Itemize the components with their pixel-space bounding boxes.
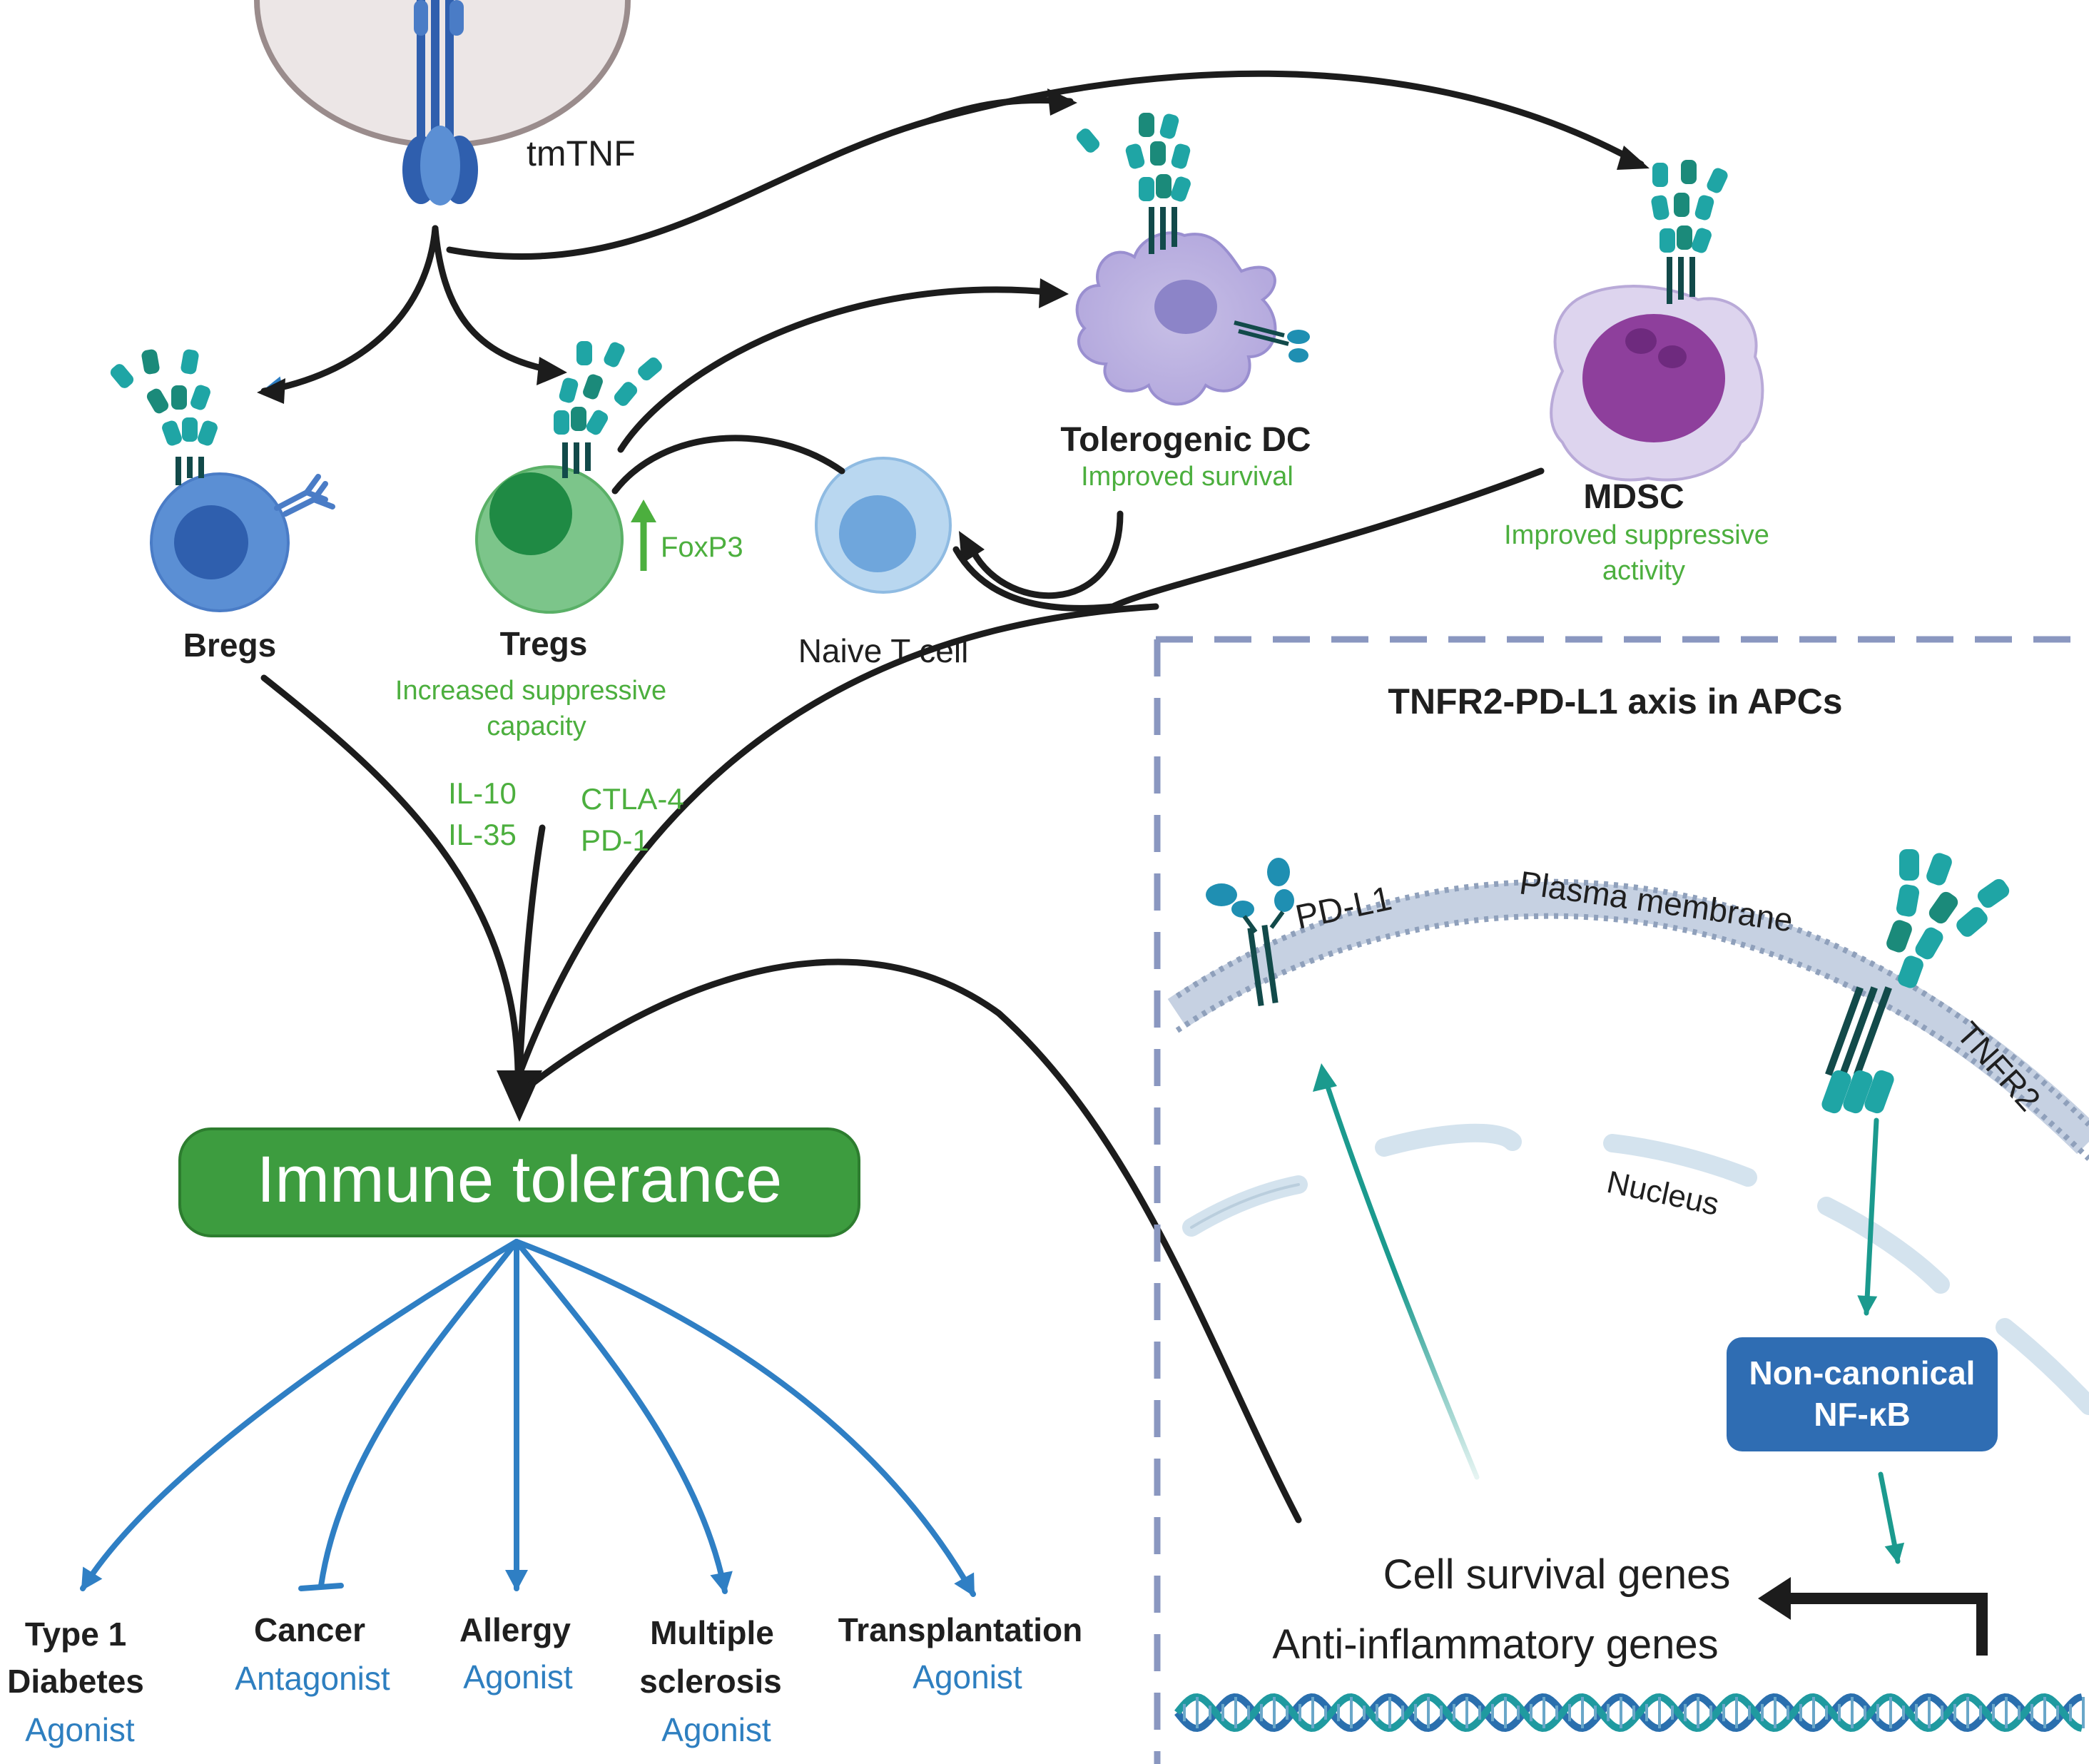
plasma-membrane	[1167, 878, 2089, 1161]
bregs-tnfr2-receptor-icon	[110, 349, 218, 485]
arrow-tregs-to-naive	[611, 435, 845, 495]
naive-t-cell-label: Naive T cell	[798, 632, 969, 669]
bregs-cell: Bregs	[110, 349, 335, 664]
disease-allergy: Allergy Agonist	[459, 1611, 573, 1695]
disease-type1-diabetes: Type 1 Diabetes Agonist	[7, 1616, 144, 1748]
arrow-tmtnf-to-tregs	[432, 225, 560, 375]
disease-name-line-2: sclerosis	[639, 1663, 781, 1700]
arrow-head-tregs	[537, 357, 567, 385]
tregs-tnfr2-receptor-icon	[554, 341, 662, 478]
disease-name-line-2: Diabetes	[7, 1663, 144, 1700]
disease-name-line-1: Cancer	[254, 1611, 365, 1648]
arrow-mdsc-to-naive	[952, 467, 1545, 612]
mdsc-note-line-1: Improved suppressive	[1504, 520, 1769, 550]
tmtnf-source-cell: tmTNF	[254, 0, 636, 206]
mdsc-cell: MDSC Improved suppressive activity	[1504, 160, 1769, 586]
nfkb-box: Non-canonical NF-κB	[1727, 1337, 1998, 1451]
disease-name-line-1: Allergy	[459, 1611, 571, 1648]
arrow-to-multiple-sclerosis	[514, 1239, 733, 1594]
il10-label: IL-10	[448, 776, 517, 810]
arrow-nfkb-to-genes	[1878, 1471, 1905, 1564]
immune-tolerance-box: Immune tolerance	[178, 1127, 860, 1237]
arrow-to-type1-diabetes	[80, 1239, 519, 1591]
arrow-to-transplantation	[514, 1239, 976, 1597]
mdsc-label: MDSC	[1583, 478, 1684, 516]
ctla4-label: CTLA-4	[581, 782, 684, 816]
arrow-head-dc	[1047, 88, 1077, 116]
disease-name-line-1: Multiple	[650, 1614, 774, 1651]
transcription-start-arrow	[1784, 1593, 1988, 1656]
nfkb-label-line-1: Non-canonical	[1749, 1354, 1976, 1392]
immune-tolerance-label: Immune tolerance	[257, 1143, 782, 1216]
dc-note: Improved survival	[1081, 462, 1293, 492]
nucleus-label: Nucleus	[1604, 1165, 1722, 1222]
disease-therapy: Agonist	[25, 1711, 135, 1748]
arrow-dc-to-naive	[967, 510, 1124, 599]
arrow-tnfr2-to-nfkb	[1857, 1117, 1879, 1316]
arrow-genes-to-pdl1	[1324, 1082, 1480, 1480]
pd1-label: PD-1	[581, 823, 649, 857]
tnfr2-label: TNFR2	[1950, 1015, 2048, 1118]
bregs-bcr-icon	[274, 474, 335, 517]
disease-multiple-sclerosis: Multiple sclerosis Agonist	[639, 1614, 781, 1748]
foxp3-label: FoxP3	[661, 532, 743, 563]
arrow-head-naive	[959, 531, 985, 564]
membrane-label: Plasma membrane	[1518, 863, 1796, 938]
bregs-label: Bregs	[183, 627, 276, 664]
disease-therapy: Agonist	[463, 1658, 573, 1695]
arrow-tmtnf-to-bregs	[260, 225, 439, 399]
disease-name-line-1: Type 1	[25, 1616, 126, 1653]
arrow-head-pdl1	[1313, 1063, 1337, 1092]
disease-transplantation: Transplantation Agonist	[838, 1611, 1082, 1695]
transcription-arrow-head	[1758, 1577, 1791, 1620]
disease-therapy: Agonist	[661, 1711, 771, 1748]
nucleus-envelope	[1182, 1123, 2089, 1415]
tregs-cell: FoxP3 Tregs Increased suppressive capaci…	[395, 341, 743, 741]
dc-pdl1-receptor-icon	[1234, 320, 1310, 363]
panel-title: TNFR2-PD-L1 axis in APCs	[1388, 681, 1842, 721]
arrow-head-mdsc	[1617, 146, 1650, 170]
arrow-tregs-to-dc	[617, 286, 1058, 453]
genes-label-line-1: Cell survival genes	[1383, 1551, 1731, 1598]
il35-label: IL-35	[448, 818, 517, 851]
therapy-arrows	[80, 1239, 976, 1597]
dna-helix-icon	[1174, 1693, 2085, 1733]
tregs-label: Tregs	[500, 625, 588, 662]
arrow-mdsc-to-tolerance	[517, 603, 1159, 1074]
arrow-tregs-to-tolerance	[516, 824, 546, 1074]
tnfr2-receptor-icon	[1821, 849, 2010, 1114]
foxp3-up-arrow-icon	[631, 500, 656, 571]
tmtnf-label: tmTNF	[527, 133, 636, 173]
disease-cancer: Cancer Antagonist	[235, 1611, 390, 1697]
genes-label-line-2: Anti-inflammatory genes	[1272, 1621, 1718, 1668]
mdsc-note-line-2: activity	[1602, 556, 1685, 586]
arrow-panel-to-tolerance	[527, 958, 1302, 1524]
tolerogenic-dc-cell: Tolerogenic DC Improved survival	[1060, 113, 1311, 492]
nfkb-label-line-2: NF-κB	[1814, 1396, 1911, 1433]
tnfr2-pdl1-panel: TNFR2-PD-L1 axis in APCs Plasma membrane…	[1154, 636, 2089, 1764]
arrow-bregs-to-tolerance	[260, 674, 522, 1074]
disease-therapy: Antagonist	[235, 1660, 390, 1697]
naive-t-cell: Naive T cell	[798, 457, 969, 669]
disease-name-line-1: Transplantation	[838, 1611, 1082, 1648]
tregs-note-line-2: capacity	[487, 711, 586, 741]
arrow-head-bregs	[257, 378, 285, 404]
dc-tnfr2-receptor-icon	[1076, 113, 1191, 254]
cancer-inhibition-bar	[298, 1583, 344, 1591]
tmtnf-molecule-icon	[402, 0, 478, 206]
mdsc-tnfr2-receptor-icon	[1651, 160, 1728, 304]
disease-therapy: Agonist	[913, 1658, 1022, 1695]
arrow-to-cancer	[318, 1239, 519, 1588]
pdl1-receptor-icon	[1206, 858, 1294, 1007]
arrow-head-dc-2	[1039, 278, 1069, 308]
dc-label: Tolerogenic DC	[1060, 421, 1311, 459]
tregs-note-line-1: Increased suppressive	[395, 676, 666, 706]
